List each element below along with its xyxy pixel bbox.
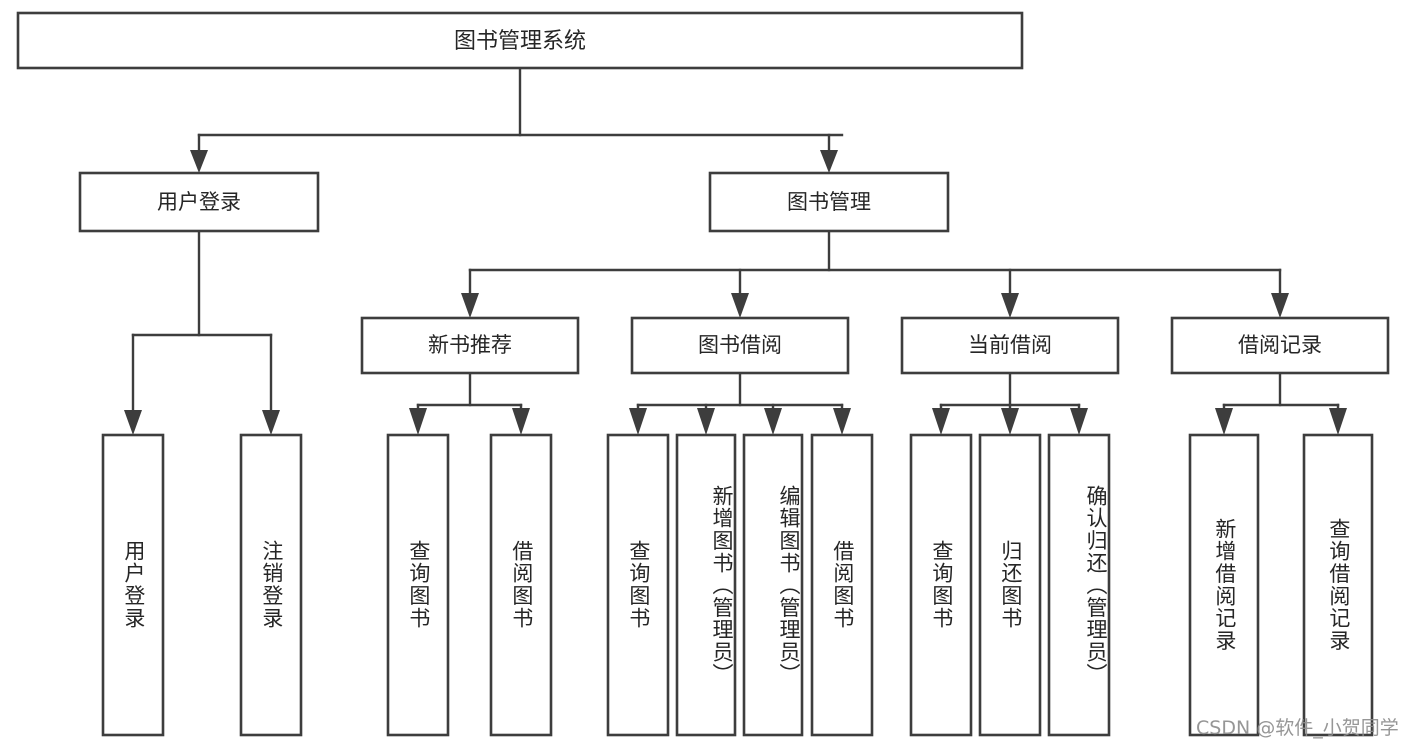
arrowhead-leaf-return-book <box>1001 408 1019 435</box>
node-new-book-recommend[interactable]: 新书推荐 <box>360 316 580 375</box>
arrowhead-leaf-borrow-book-2 <box>833 408 851 435</box>
node-root-label: 图书管理系统 <box>454 29 586 54</box>
arrowhead-leaf-query-book-1 <box>409 408 427 435</box>
arrowhead-leaf-query-record <box>1329 408 1347 435</box>
leaf-add-record-rect[interactable] <box>1188 433 1260 737</box>
node-book-borrow[interactable]: 图书借阅 <box>630 316 850 375</box>
node-borrow-record[interactable]: 借阅记录 <box>1170 316 1390 375</box>
leaf-query-book-1-rect[interactable] <box>386 433 450 737</box>
node-current-borrow-label: 当前借阅 <box>968 333 1052 357</box>
arrowhead-leaf-add-book <box>697 408 715 435</box>
leaf-add-book-rect[interactable] <box>675 433 737 737</box>
arrowhead-user-login <box>190 150 208 173</box>
leaf-confirm-return-rect[interactable] <box>1047 433 1111 737</box>
arrowhead-leaf-edit-book <box>764 408 782 435</box>
leaf-logout-login-rect[interactable] <box>239 433 303 737</box>
arrowhead-leaf-user-login <box>124 410 142 435</box>
node-book-manage-label: 图书管理 <box>787 190 871 214</box>
leaf-edit-book-rect[interactable] <box>742 433 804 737</box>
node-book-manage-rect[interactable] <box>708 171 950 233</box>
node-book-borrow-label: 图书借阅 <box>698 333 782 357</box>
node-borrow-record-rect[interactable] <box>1170 316 1390 375</box>
csdn-watermark: CSDN @软件_小贺同学 <box>1196 717 1399 739</box>
leaf-layer <box>101 433 1374 737</box>
arrowhead-new-book-recommend <box>461 293 479 318</box>
node-book-manage[interactable]: 图书管理 <box>708 171 950 233</box>
arrowhead-borrow-record <box>1271 293 1289 318</box>
connector-layer <box>124 66 1347 435</box>
node-user-login-rect[interactable] <box>78 171 320 233</box>
arrowhead-leaf-query-book-3 <box>932 408 950 435</box>
node-user-login-label: 用户登录 <box>157 190 241 214</box>
node-root[interactable]: 图书管理系统 <box>16 11 1024 70</box>
arrowhead-current-borrow <box>1001 293 1019 318</box>
leaf-borrow-book-1-rect[interactable] <box>489 433 553 737</box>
leaf-query-book-2-rect[interactable] <box>606 433 670 737</box>
node-borrow-record-label: 借阅记录 <box>1238 333 1322 357</box>
node-current-borrow[interactable]: 当前借阅 <box>900 316 1120 375</box>
arrowhead-leaf-borrow-book-1 <box>512 408 530 435</box>
leaf-borrow-book-2-rect[interactable] <box>810 433 874 737</box>
arrowhead-leaf-query-book-2 <box>629 408 647 435</box>
leaf-query-record-rect[interactable] <box>1302 433 1374 737</box>
arrowhead-leaf-add-record <box>1215 408 1233 435</box>
arrowhead-leaf-confirm-return <box>1070 408 1088 435</box>
node-new-book-recommend-label: 新书推荐 <box>428 333 512 357</box>
leaf-return-book-rect[interactable] <box>978 433 1042 737</box>
node-new-book-recommend-rect[interactable] <box>360 316 580 375</box>
arrowhead-book-borrow <box>731 293 749 318</box>
leaf-user-login-rect[interactable] <box>101 433 165 737</box>
leaf-query-book-3-rect[interactable] <box>909 433 973 737</box>
arrowhead-leaf-logout-login <box>262 410 280 435</box>
node-current-borrow-rect[interactable] <box>900 316 1120 375</box>
arrowhead-book-manage <box>820 150 838 173</box>
node-user-login[interactable]: 用户登录 <box>78 171 320 233</box>
node-book-borrow-rect[interactable] <box>630 316 850 375</box>
node-root-rect[interactable] <box>16 11 1024 70</box>
node-layer: 图书管理系统 用户登录 图书管理 新书推荐 图书借阅 当前 <box>16 11 1390 737</box>
